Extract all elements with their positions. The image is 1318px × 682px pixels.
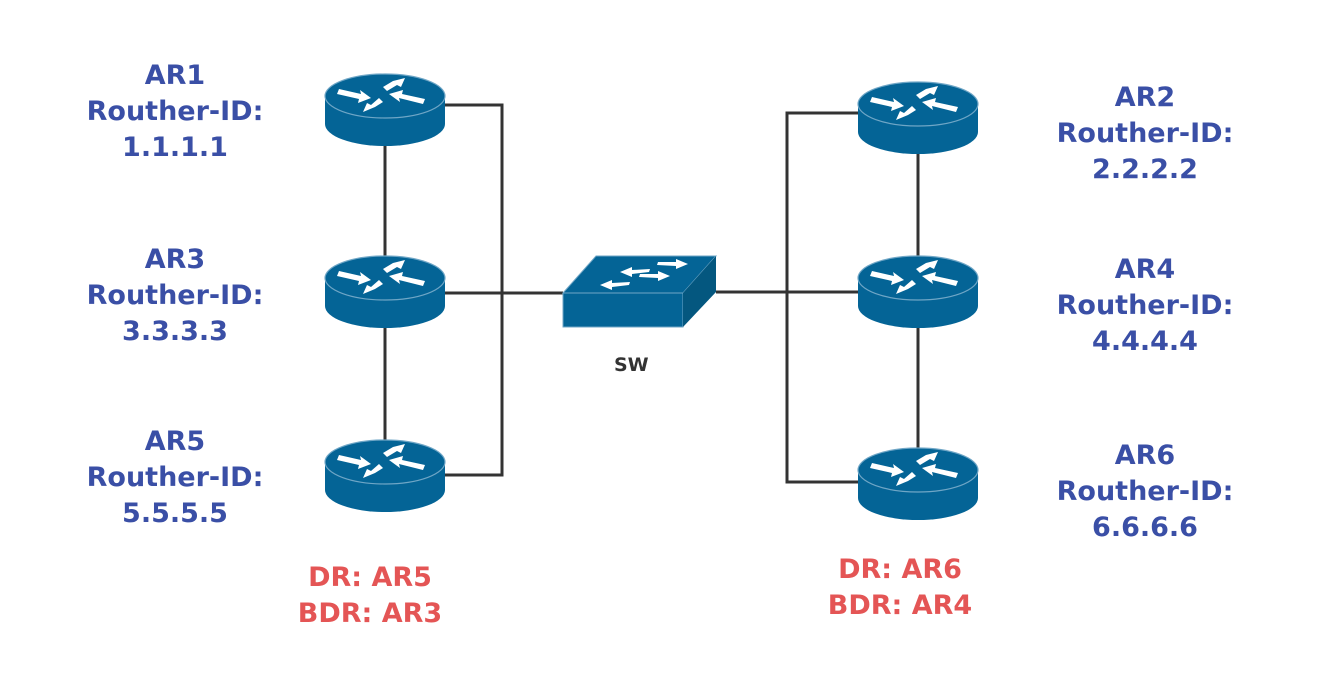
right-bus xyxy=(785,111,858,484)
router-ar3-icon[interactable] xyxy=(324,255,446,329)
router-ar2-icon[interactable] xyxy=(857,81,979,155)
router-label-ar5: AR5 Routher-ID: 5.5.5.5 xyxy=(70,424,280,532)
router-name: AR4 xyxy=(1114,254,1176,285)
dr-label: DR: AR5 xyxy=(308,562,432,593)
router-id-value: 1.1.1.1 xyxy=(122,132,228,163)
switch-label: SW xyxy=(614,354,649,376)
router-id-value: 3.3.3.3 xyxy=(122,316,228,347)
router-id-label: Routher-ID: xyxy=(86,96,264,127)
router-label-ar4: AR4 Routher-ID: 4.4.4.4 xyxy=(1040,252,1250,360)
router-label-ar1: AR1 Routher-ID: 1.1.1.1 xyxy=(70,58,280,166)
router-label-ar3: AR3 Routher-ID: 3.3.3.3 xyxy=(70,242,280,350)
links xyxy=(383,103,920,484)
router-id-value: 4.4.4.4 xyxy=(1092,326,1198,357)
bdr-label: BDR: AR4 xyxy=(827,590,973,621)
router-ar6-icon[interactable] xyxy=(857,447,979,521)
left-election-label: DR: AR5 BDR: AR3 xyxy=(270,560,470,632)
router-id-value: 6.6.6.6 xyxy=(1092,512,1198,543)
router-id-label: Routher-ID: xyxy=(86,280,264,311)
router-ar5-icon[interactable] xyxy=(324,439,446,513)
router-ar1-icon[interactable] xyxy=(324,73,446,147)
router-id-label: Routher-ID: xyxy=(1056,290,1234,321)
router-label-ar2: AR2 Routher-ID: 2.2.2.2 xyxy=(1040,80,1250,188)
router-name: AR6 xyxy=(1114,440,1176,471)
router-name: AR1 xyxy=(144,60,206,91)
router-name: AR3 xyxy=(144,244,206,275)
switch-sw-icon[interactable] xyxy=(561,255,718,328)
router-id-label: Routher-ID: xyxy=(1056,476,1234,507)
router-id-value: 2.2.2.2 xyxy=(1092,154,1198,185)
router-label-ar6: AR6 Routher-ID: 6.6.6.6 xyxy=(1040,438,1250,546)
left-bus xyxy=(445,103,504,477)
dr-label: DR: AR6 xyxy=(838,554,962,585)
router-name: AR5 xyxy=(144,426,206,457)
router-id-value: 5.5.5.5 xyxy=(122,498,228,529)
router-id-label: Routher-ID: xyxy=(86,462,264,493)
router-id-label: Routher-ID: xyxy=(1056,118,1234,149)
bdr-label: BDR: AR3 xyxy=(297,598,443,629)
right-election-label: DR: AR6 BDR: AR4 xyxy=(800,552,1000,624)
router-ar4-icon[interactable] xyxy=(857,255,979,329)
router-name: AR2 xyxy=(1114,82,1176,113)
